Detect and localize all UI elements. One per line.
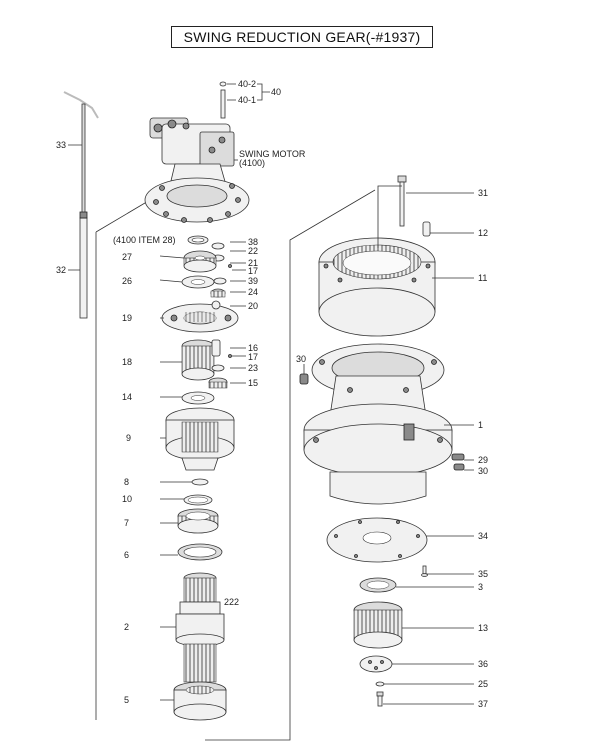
guide-line-right <box>205 189 376 741</box>
bearing-7 <box>177 508 219 534</box>
level-gauge-33-32 <box>63 91 99 319</box>
snap-ring-10 <box>183 494 213 506</box>
oil-seal-6 <box>177 543 223 561</box>
pinion-gear-13 <box>353 601 403 649</box>
label-15: 15 <box>248 378 258 388</box>
swing-motor <box>144 117 250 223</box>
bolt-40 <box>219 81 227 119</box>
label-24: 24 <box>248 287 258 297</box>
drive-shaft-2 <box>175 572 225 683</box>
label-8: 8 <box>124 477 129 487</box>
thrust-plate-8 <box>191 478 209 486</box>
swing-motor-ref: (4100) <box>239 158 265 168</box>
label-9: 9 <box>126 433 131 443</box>
thrust-washer-14 <box>181 391 215 405</box>
label-12: 12 <box>478 228 488 238</box>
label-27: 27 <box>122 252 132 262</box>
plugs-29-30 <box>451 453 465 471</box>
label-25: 25 <box>478 679 488 689</box>
label-11: 11 <box>478 273 487 283</box>
label-32: 32 <box>56 265 66 275</box>
label-34: 34 <box>478 531 488 541</box>
label-7: 7 <box>124 518 129 528</box>
fragment-text: 222 <box>224 597 239 607</box>
snap-ring-38 <box>187 235 209 245</box>
plate-36 <box>359 655 393 673</box>
label-13: 13 <box>478 623 488 633</box>
label-38: 38 <box>248 237 258 247</box>
pin-12 <box>422 221 431 237</box>
label-3: 3 <box>478 582 483 592</box>
bolt-37 <box>376 691 384 707</box>
planetary-gear-18 <box>181 339 215 381</box>
label-30a: 30 <box>296 354 306 364</box>
label-19: 19 <box>122 313 132 323</box>
carrier-19 <box>161 300 239 333</box>
label-20: 20 <box>248 301 258 311</box>
label-39: 39 <box>248 276 258 286</box>
carrier-9 <box>165 407 235 471</box>
label-5: 5 <box>124 695 129 705</box>
label-31: 31 <box>478 188 488 198</box>
housing-1 <box>303 343 453 505</box>
label-36: 36 <box>478 659 488 669</box>
label-37: 37 <box>478 699 488 709</box>
label-29: 29 <box>478 455 488 465</box>
needle-bearing-15 <box>208 377 228 389</box>
label-21: 21 <box>248 258 258 268</box>
plug-30-left <box>299 373 309 385</box>
seal-3 <box>359 577 397 593</box>
label-30b: 30 <box>478 466 488 476</box>
washer-25 <box>375 681 385 687</box>
label-35: 35 <box>478 569 488 579</box>
roller-bearing-5 <box>173 681 227 721</box>
label-14: 14 <box>122 392 132 402</box>
bolt-31 <box>397 175 407 227</box>
label-40-2: 40-2 <box>238 79 256 89</box>
label-16: 16 <box>248 343 258 353</box>
swing-motor-label: SWING MOTOR <box>239 149 306 159</box>
label-22: 22 <box>248 246 258 256</box>
thrust-washer-26 <box>181 275 215 289</box>
cover-plate-34 <box>326 517 428 563</box>
bolt-35 <box>421 565 428 577</box>
label-10: 10 <box>122 494 132 504</box>
label-26: 26 <box>122 276 132 286</box>
label-6: 6 <box>124 550 129 560</box>
item28-note: (4100 ITEM 28) <box>113 235 176 245</box>
label-18: 18 <box>122 357 132 367</box>
diagram-title: SWING REDUCTION GEAR(-#1937) <box>171 26 433 48</box>
parts-39-24 <box>210 277 227 298</box>
label-17b: 17 <box>248 352 258 362</box>
label-17a: 17 <box>248 266 258 276</box>
ring-gear-11 <box>318 237 436 337</box>
guide-line-left <box>95 199 151 720</box>
label-23: 23 <box>248 363 258 373</box>
label-2: 2 <box>124 622 129 632</box>
label-40-1: 40-1 <box>238 95 256 105</box>
label-40: 40 <box>271 87 281 97</box>
label-33: 33 <box>56 140 66 150</box>
label-1: 1 <box>478 420 483 430</box>
pins-16-17-23 <box>211 339 232 372</box>
sun-gear-27 <box>183 250 217 273</box>
